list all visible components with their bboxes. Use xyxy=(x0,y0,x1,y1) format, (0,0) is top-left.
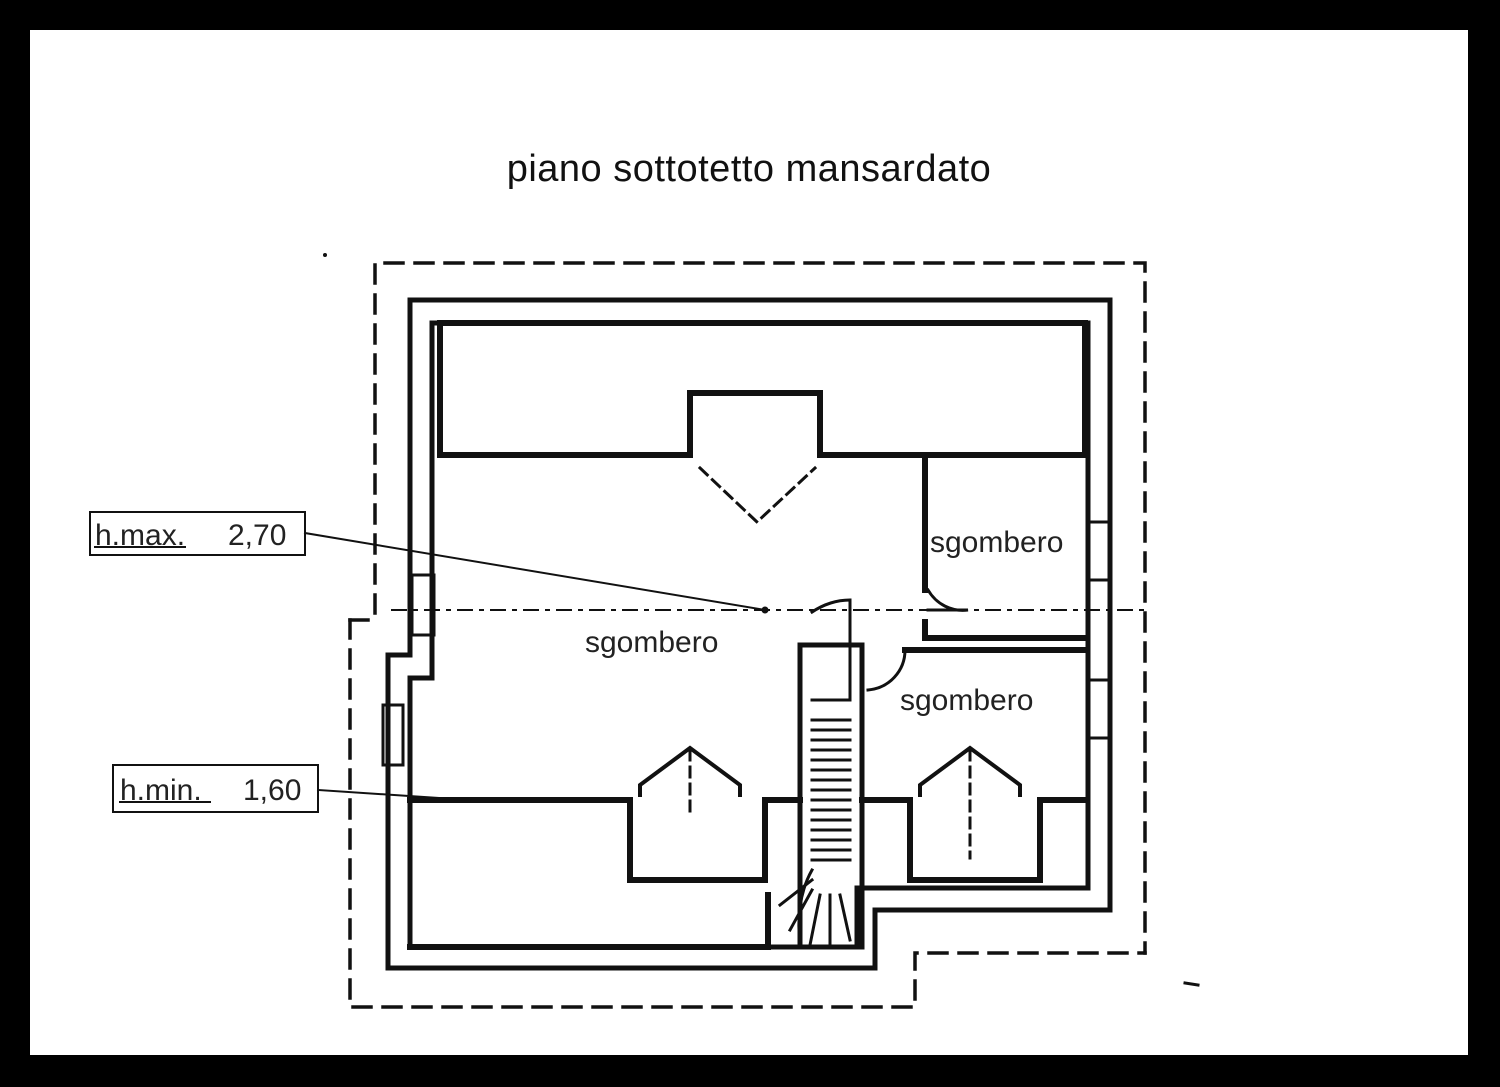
door-swings xyxy=(809,587,969,702)
windows xyxy=(381,520,1113,767)
min-height-value: 1,60 xyxy=(243,774,301,807)
dormers-lower xyxy=(638,745,1022,797)
min-height-label: h.min. xyxy=(120,774,202,807)
min-height-box xyxy=(112,764,319,813)
max-height-value: 2,70 xyxy=(228,519,286,552)
roof-outline-dashed xyxy=(348,261,1147,1009)
exterior-wall-outer xyxy=(385,297,1113,971)
partition-walls xyxy=(407,320,1088,950)
room-label-lower-right: sgombero xyxy=(900,684,1033,717)
max-height-box xyxy=(89,511,306,556)
room-label-upper-right: sgombero xyxy=(930,526,1063,559)
height-leaders xyxy=(303,531,767,802)
max-height-point xyxy=(761,606,769,614)
max-height-label: h.max. xyxy=(95,519,185,552)
staircase xyxy=(765,642,865,950)
plan-title: piano sottotetto mansardato xyxy=(506,148,992,190)
room-label-main: sgombero xyxy=(585,626,718,659)
skylights-dashed xyxy=(688,465,972,860)
drawing-sheet: piano sottotetto mansardato xyxy=(30,30,1468,1055)
